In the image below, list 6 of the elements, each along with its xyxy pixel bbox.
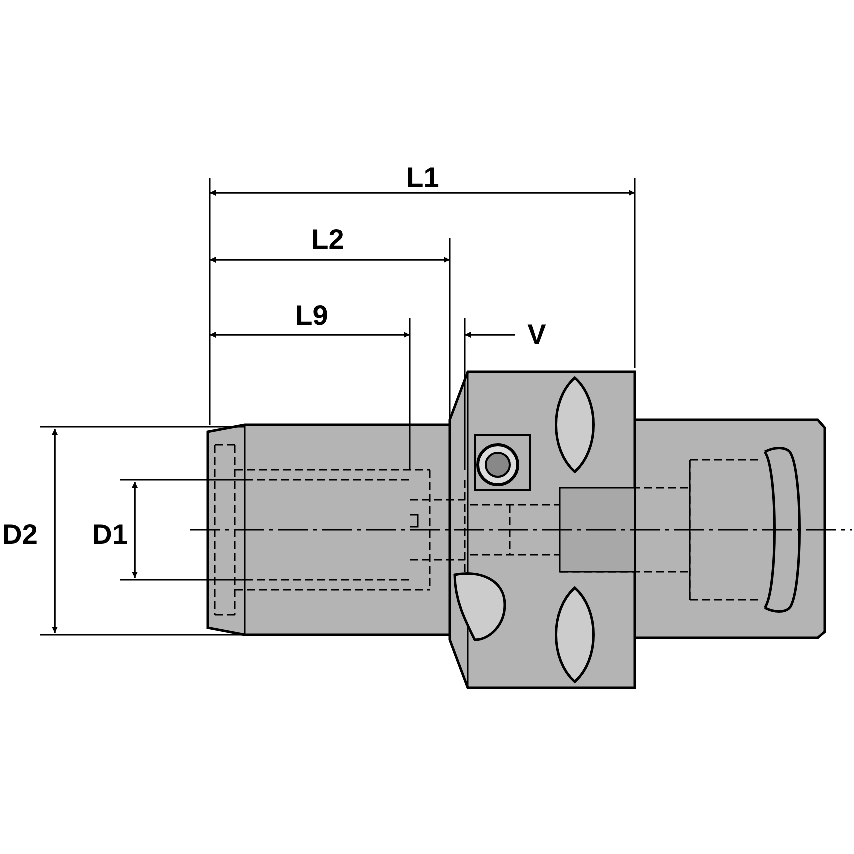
- dimension-label: D2: [2, 520, 38, 550]
- dimension-label: D1: [92, 520, 128, 550]
- dimension-label: L9: [296, 301, 328, 331]
- dimension-label: L1: [406, 163, 440, 193]
- dimension-label: L2: [312, 225, 344, 255]
- dimension-label: V: [528, 320, 546, 350]
